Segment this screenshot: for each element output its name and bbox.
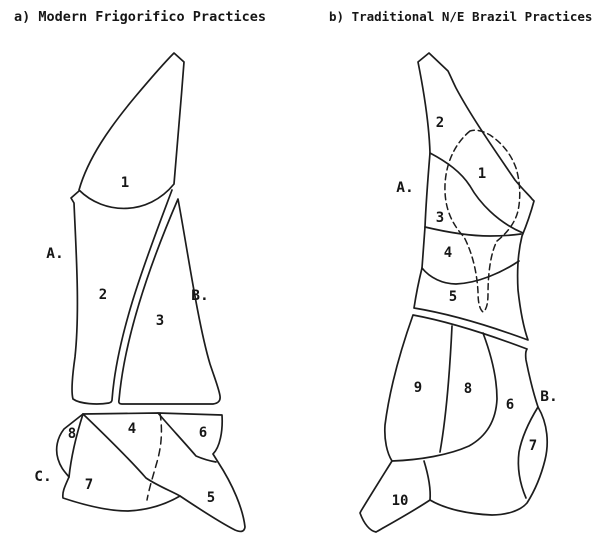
carcass-a-region4-7-boundary	[82, 413, 181, 497]
carcass-b-region3-4-boundary	[424, 226, 522, 237]
diagram-a-region-label-5: 5	[207, 490, 215, 506]
carcass-b-hindquarter-outline	[359, 314, 549, 533]
carcass-a-region8-boundary	[68, 413, 84, 478]
carcass-b-forequarter-outline	[413, 52, 535, 341]
carcass-a-region2-outline	[70, 189, 173, 405]
carcass-a-region4-6-boundary	[157, 412, 217, 463]
diagram-b-section-label-B: B.	[540, 389, 557, 405]
carcass-b-region6-7-boundary	[517, 406, 539, 499]
diagram-a-region-label-1: 1	[121, 175, 129, 191]
diagram-a-region-label-3: 3	[156, 313, 164, 329]
diagram-a-region-label-6: 6	[199, 425, 207, 441]
diagram-b-section-label-A: A.	[396, 180, 413, 196]
diagram-b-region-label-1: 1	[478, 166, 486, 182]
carcass-a-region1-outline	[78, 52, 185, 210]
diagram-a-region-label-8: 8	[68, 426, 76, 442]
diagram-b-region-label-5: 5	[449, 289, 457, 305]
carcass-b-region4-5-boundary	[421, 260, 520, 285]
carcass-b-region2-boundary	[429, 152, 524, 234]
diagram-b-title: b) Traditional N/E Brazil Practices	[329, 9, 592, 24]
diagram-a-section-label-B: B.	[191, 288, 208, 304]
diagram-b-region-label-3: 3	[436, 210, 444, 226]
diagram-b-carcass-outline	[359, 52, 549, 533]
diagram-b-region-label-4: 4	[444, 245, 452, 261]
diagram-b-region-label-8: 8	[464, 381, 472, 397]
carcass-a-dashed-cut-line	[146, 412, 163, 501]
diagram-b-region-label-2: 2	[436, 115, 444, 131]
carcass-b-region8-6-boundary-arc	[391, 332, 498, 462]
diagram-a-carcass-outline	[55, 52, 246, 533]
carcass-a-region3-outline	[117, 198, 221, 405]
carcass-b-scapula-dashed-outline	[444, 129, 521, 313]
diagram-b-region-label-6: 6	[506, 397, 514, 413]
diagram-a-section-label-C: C.	[34, 469, 51, 485]
diagram-a-region-label-7: 7	[85, 477, 93, 493]
carcass-b-region10-boundary	[423, 460, 432, 501]
carcass-b-region9-8-boundary	[439, 325, 453, 453]
carcass-a-lower-group-outline	[55, 412, 246, 533]
diagram-b-region-label-7: 7	[529, 438, 537, 454]
diagram-a-region-label-4: 4	[128, 421, 136, 437]
diagram-a-title: a) Modern Frigorifico Practices	[14, 9, 266, 25]
diagram-a-section-label-A: A.	[46, 246, 63, 262]
diagram-b-region-label-10: 10	[392, 493, 409, 509]
diagram-a-region-label-2: 2	[99, 287, 107, 303]
diagram-b-region-label-9: 9	[414, 380, 422, 396]
